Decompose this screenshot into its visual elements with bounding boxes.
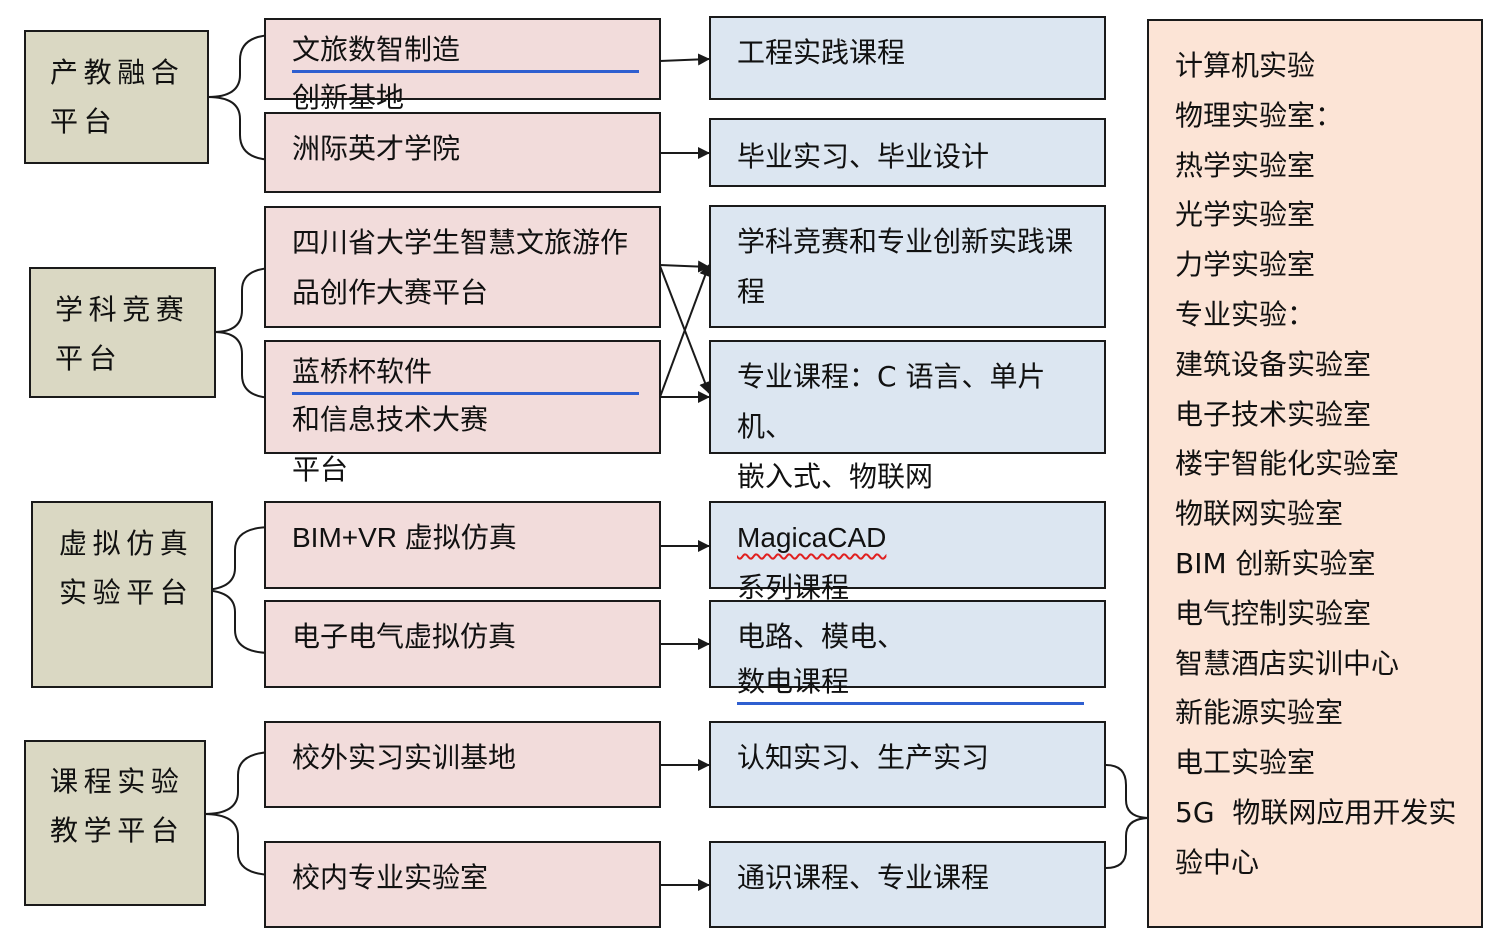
resource-label: 校内专业实验室: [292, 861, 489, 894]
course-box: 工程实践课程: [709, 16, 1106, 100]
lab-item: 计算机实验: [1175, 49, 1316, 82]
arrow-5: [659, 264, 711, 398]
resource-label: 品创作大赛平台: [292, 276, 489, 309]
course-label: 毕业实习、毕业设计: [737, 140, 990, 173]
lab-item: 楼宇智能化实验室: [1175, 447, 1400, 481]
resource-label: 电子电气虚拟仿真: [292, 620, 517, 653]
resource-label: BIM+VR 虚拟仿真: [292, 522, 517, 553]
arrow-1: [659, 53, 710, 66]
lab-item: 电工实验室: [1175, 746, 1316, 780]
course-box: 学科竞赛和专业创新实践课 程: [709, 205, 1106, 328]
resource-label: 四川省大学生智慧文旅游作: [292, 226, 629, 259]
lab-item: 建筑设备实验室: [1175, 347, 1372, 381]
course-label: 工程实践课程: [737, 36, 906, 69]
lab-item: 电气控制实验室: [1175, 596, 1372, 630]
course-box: 认知实习、生产实习: [709, 721, 1106, 808]
resource-box: 校外实习实训基地: [264, 721, 661, 808]
platform-label: 学科竞赛: [55, 293, 190, 326]
resource-box: BIM+VR 虚拟仿真: [264, 501, 661, 589]
lab-item: 新能源实验室: [1175, 696, 1344, 730]
course-label: 认知实习、生产实习: [737, 741, 990, 774]
resource-box: 四川省大学生智慧文旅游作 品创作大赛平台: [264, 206, 661, 328]
resource-label: 平台: [292, 453, 349, 486]
platform-label: 产教融合: [50, 56, 185, 89]
platform-label: 平台: [55, 342, 123, 375]
course-box: 毕业实习、毕业设计: [709, 118, 1106, 187]
course-label: 专业课程：C 语言、单片机、: [737, 360, 1046, 443]
resource-label: 和信息技术大赛: [292, 403, 489, 436]
course-label: 程: [737, 275, 766, 308]
lab-list-box: 计算机实验 物理实验室： 热学实验室 光学实验室 力学实验室 专业实验： 建筑设…: [1147, 19, 1483, 928]
lab-item: 验中心: [1175, 845, 1260, 879]
platform-label: 教学平台: [50, 814, 185, 847]
course-label: 系列课程: [737, 571, 850, 604]
platform-competition: 学科竞赛 平台: [29, 267, 216, 398]
lab-item: 物理实验室：: [1175, 98, 1344, 132]
resource-label: 校外实习实训基地: [292, 741, 517, 774]
lab-item: 专业实验：: [1175, 297, 1316, 331]
resource-label: 文旅数智制造: [292, 30, 639, 73]
lab-item: 电子技术实验室: [1175, 397, 1372, 431]
lab-item: 热学实验室: [1175, 148, 1316, 182]
platform-label: 实验平台: [59, 576, 194, 609]
brace-labs: [1105, 764, 1151, 869]
resource-box: 洲际英才学院: [264, 112, 661, 193]
lab-item: 光学实验室: [1175, 198, 1316, 232]
course-box: 通识课程、专业课程: [709, 841, 1106, 928]
lab-item: 智慧酒店实训中心: [1175, 646, 1400, 680]
resource-label: 蓝桥杯软件: [292, 352, 639, 395]
platform-industry: 产教融合 平台: [24, 30, 209, 164]
course-label: 数电课程: [737, 662, 1084, 705]
course-label: 通识课程、专业课程: [737, 861, 990, 894]
platform-label: 虚拟仿真: [59, 527, 194, 560]
platform-label: 平台: [50, 105, 118, 138]
course-box: 专业课程：C 语言、单片机、 嵌入式、物联网: [709, 340, 1106, 493]
arrow-3: [659, 260, 710, 273]
platform-course: 课程实验 教学平台: [24, 740, 206, 906]
course-label: MagicaCAD: [737, 522, 887, 553]
resource-box: 文旅数智制造创新基地: [264, 18, 661, 114]
resource-label: 创新基地: [292, 81, 405, 114]
lab-item: 力学实验室: [1175, 248, 1316, 282]
resource-box: 校内专业实验室: [264, 841, 661, 928]
lab-item: BIM 创新实验室: [1175, 546, 1376, 580]
lab-item: 物联网实验室: [1175, 497, 1344, 531]
course-label: 嵌入式、物联网: [737, 460, 934, 493]
lab-item: 5G 物联网应用开发实: [1175, 795, 1457, 829]
course-box: 电路、模电、数电课程: [709, 600, 1106, 705]
course-box: MagicaCAD 系列课程: [709, 501, 1106, 604]
platform-label: 课程实验: [50, 765, 185, 798]
course-label: 电路、模电、: [737, 620, 906, 653]
resource-box: 蓝桥杯软件和信息技术大赛 平台: [264, 340, 661, 486]
course-label: 学科竞赛和专业创新实践课: [737, 225, 1074, 258]
platform-virtual: 虚拟仿真 实验平台: [31, 501, 213, 688]
resource-box: 电子电气虚拟仿真: [264, 600, 661, 688]
resource-label: 洲际英才学院: [292, 132, 461, 165]
